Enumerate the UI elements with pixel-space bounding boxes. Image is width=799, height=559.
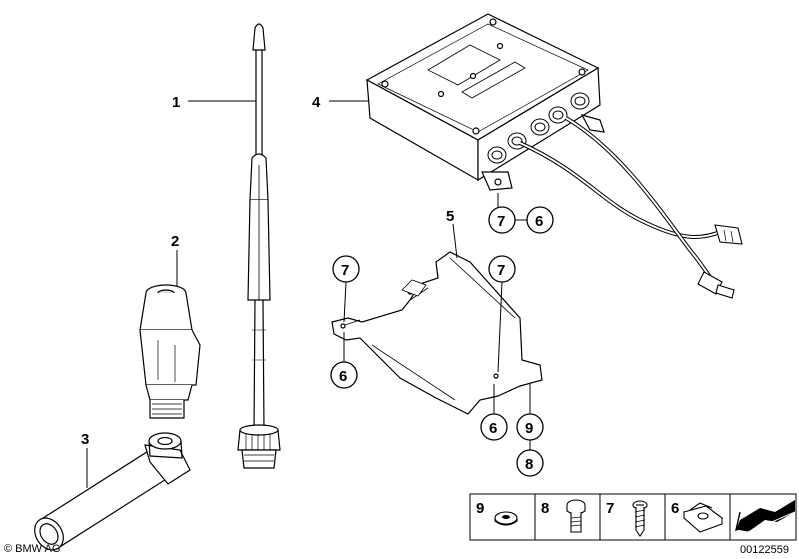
cable-connector-upper: [714, 224, 743, 245]
cable-connector-lower: [697, 271, 735, 299]
arrow-icon: [735, 500, 796, 533]
copyright-text: © BMW AG: [4, 543, 60, 555]
screw-icon: [632, 500, 648, 537]
callout-3: 3: [81, 431, 89, 448]
legend-label-6: 6: [671, 500, 679, 517]
antenna-rod: [237, 23, 281, 469]
angled-tube: [34, 432, 191, 551]
callout-4: 4: [312, 94, 321, 111]
circled-callouts: [330, 193, 554, 477]
legend-label-8: 8: [541, 500, 549, 517]
callout-7-left: 7: [341, 262, 349, 279]
callout-2: 2: [171, 233, 179, 250]
legend-label-9: 9: [476, 500, 484, 517]
callout-9: 9: [525, 420, 533, 437]
image-number: 00122559: [740, 544, 789, 556]
callout-8: 8: [525, 456, 533, 473]
callout-7-box: 7: [497, 213, 505, 230]
callout-6-bottom: 6: [489, 420, 497, 437]
cable-harness: [519, 116, 721, 282]
bolt-icon: [566, 499, 586, 533]
callout-5: 5: [446, 208, 454, 225]
washer-icon: [494, 511, 518, 526]
mounting-bracket: [331, 251, 543, 415]
leader-5: [452, 223, 458, 259]
callout-7-right: 7: [497, 262, 505, 279]
callout-6-left: 6: [339, 368, 347, 385]
callout-1: 1: [172, 94, 180, 111]
amplifier-box: [365, 13, 605, 191]
clip-nut-icon: [682, 502, 724, 533]
callout-6-box: 6: [535, 213, 543, 230]
fastener-legend: 9 8 7 6: [469, 493, 797, 541]
antenna-adapter: [139, 284, 201, 419]
legend-label-7: 7: [606, 500, 614, 517]
